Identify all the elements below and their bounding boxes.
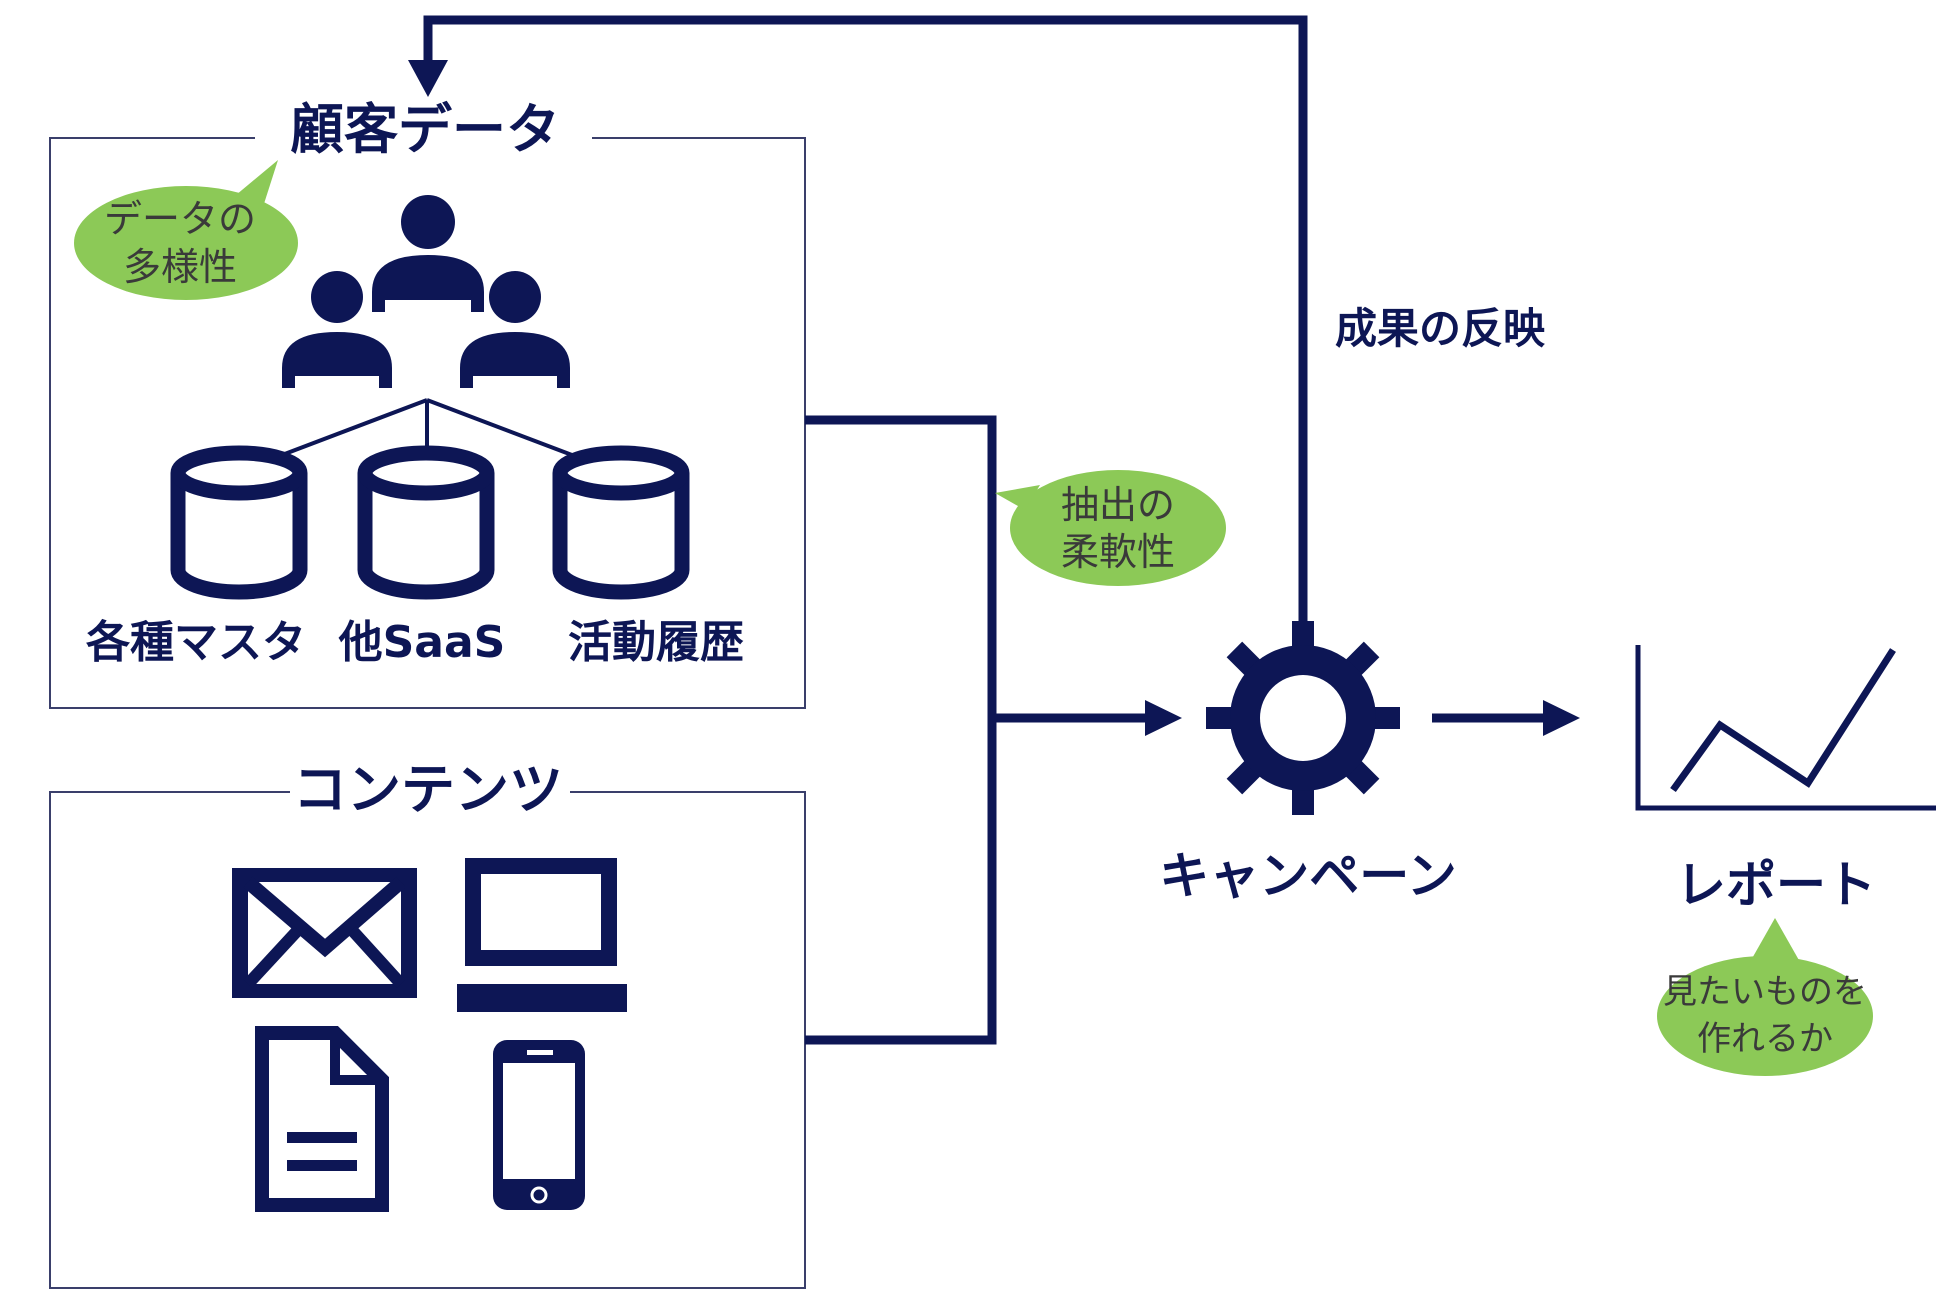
feedback-label: 成果の反映 bbox=[1335, 304, 1545, 353]
source-label-other-saas: 他SaaS bbox=[338, 617, 506, 668]
data-diversity-line-1: データの bbox=[104, 197, 256, 241]
people-group-icon bbox=[282, 195, 570, 388]
arrow-to-campaign-icon bbox=[1145, 700, 1182, 736]
data-diversity-bubble: データの 多様性 bbox=[74, 160, 298, 300]
contents-title: コンテンツ bbox=[293, 758, 563, 821]
database-icon bbox=[552, 445, 690, 600]
extraction-line-2: 柔軟性 bbox=[1061, 530, 1175, 574]
campaign-label: キャンペーン bbox=[1159, 847, 1457, 905]
feedback-loop-connector: 成果の反映 bbox=[408, 15, 1545, 625]
report-wish-line-2: 作れるか bbox=[1697, 1019, 1833, 1059]
gear-icon bbox=[1206, 621, 1400, 815]
data-diversity-line-2: 多様性 bbox=[123, 245, 237, 289]
contents-panel: コンテンツ bbox=[49, 758, 806, 1289]
report-wish-bubble: 見たいものを 作れるか bbox=[1657, 918, 1873, 1076]
line-chart-icon bbox=[1635, 645, 1936, 811]
laptop-icon bbox=[457, 858, 627, 1012]
merge-connector bbox=[805, 415, 1145, 1045]
smartphone-icon bbox=[493, 1040, 585, 1210]
database-icon bbox=[170, 445, 308, 600]
extraction-line-1: 抽出の bbox=[1061, 483, 1175, 527]
source-label-masters: 各種マスタ bbox=[86, 617, 306, 668]
document-icon bbox=[255, 1026, 389, 1212]
report-wish-line-1: 見たいものを bbox=[1663, 972, 1867, 1012]
customer-data-panel: 顧客データ データの 多様性 bbox=[49, 98, 806, 709]
report-label: レポート bbox=[1676, 856, 1876, 914]
arrow-down-icon bbox=[408, 60, 448, 97]
source-label-activity-history: 活動履歴 bbox=[568, 617, 744, 668]
customer-data-title: 顧客データ bbox=[290, 98, 560, 161]
database-icon bbox=[357, 445, 495, 600]
people-to-databases-connector bbox=[281, 398, 573, 457]
extraction-flexibility-bubble: 抽出の 柔軟性 bbox=[995, 470, 1226, 586]
envelope-icon bbox=[232, 868, 417, 998]
arrow-to-report-icon bbox=[1543, 700, 1580, 736]
